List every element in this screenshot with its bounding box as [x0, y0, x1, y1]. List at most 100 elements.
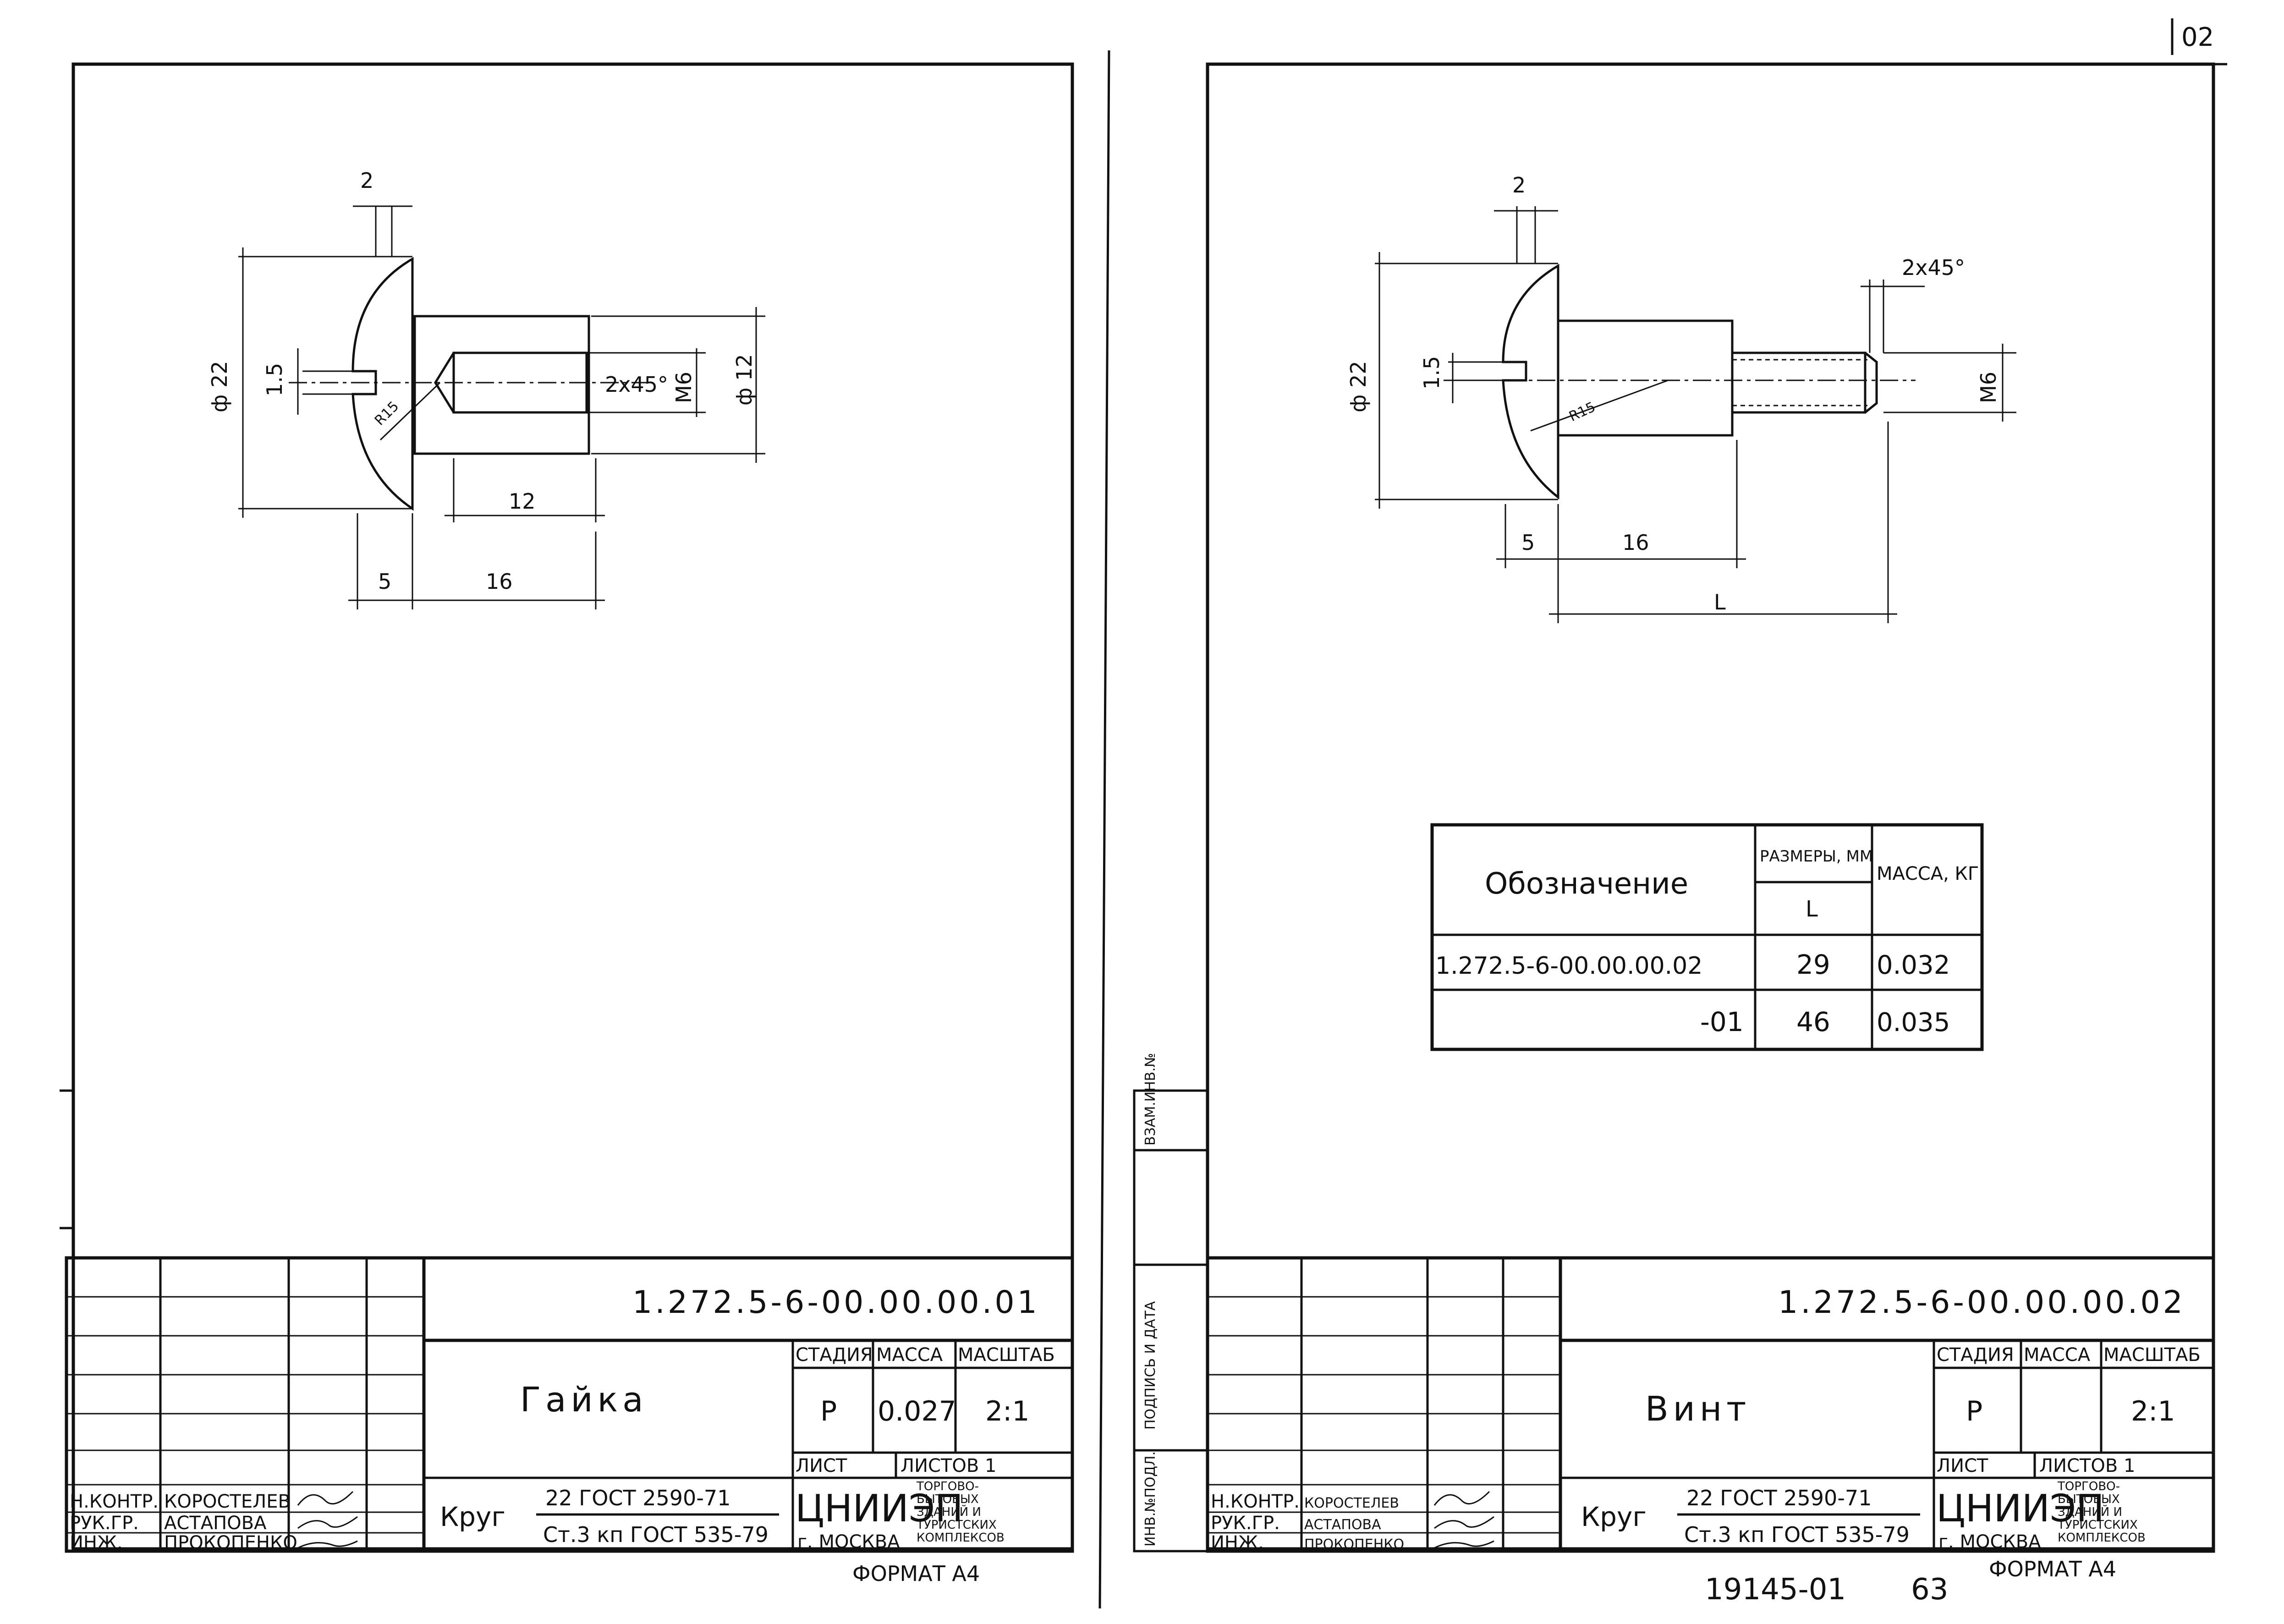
org-desc-5: КОМПЛЕКСОВ	[2058, 1531, 2146, 1545]
material-c: Ст.3 кп ГОСТ 535-79	[1684, 1522, 1910, 1547]
person-2: АСТАПОВА	[164, 1513, 267, 1534]
org-name: ЦНИИЭП	[1936, 1487, 2104, 1531]
stage-header: СТАДИЯ	[796, 1344, 873, 1366]
right-frame	[1206, 62, 2215, 1551]
org-desc-4: ТУРИСТСКИХ	[916, 1518, 997, 1532]
dim-body-len: 16	[486, 569, 513, 594]
role-rukgr: РУК.ГР.	[1211, 1513, 1280, 1534]
role-inzh: ИНЖ.	[70, 1532, 123, 1553]
org-city: г. МОСКВА	[797, 1531, 900, 1553]
material-a: Круг	[1581, 1501, 1647, 1532]
side-stamp-0: ИНВ.№ПОДЛ.	[1142, 1451, 1158, 1547]
col-sizes: РАЗМЕРЫ, ММ	[1760, 847, 1873, 866]
row-1-designation: 1.272.5-6-00.00.00.02	[1435, 952, 1702, 980]
dim-head-len: 5	[378, 569, 391, 594]
dim-top: 2	[1512, 173, 1526, 198]
org-desc-3: ЗДАНИЙ И	[2058, 1504, 2122, 1519]
left-frame	[71, 62, 1074, 1551]
dim-thread: М6	[671, 372, 696, 403]
left-sheet: 2 ф 22 1.5 R15 2х45° М6 ф 12 12 5 16	[60, 62, 1074, 1586]
right-sheet: ВЗАМ.ИНВ.№ ПОДПИСЬ И ДАТА ИНВ.№ПОДЛ.	[1133, 62, 2227, 1581]
person-2: АСТАПОВА	[1304, 1517, 1381, 1533]
right-title-block: Н.КОНТР. РУК.ГР. ИНЖ. КОРОСТЕЛЕВ АСТАПОВ…	[1206, 1256, 2215, 1581]
dim-dia-head: ф 22	[207, 361, 232, 412]
side-stamp-1: ПОДПИСЬ И ДАТА	[1142, 1301, 1158, 1430]
dim-top: 2	[360, 168, 373, 193]
row-2-L: 46	[1796, 1006, 1830, 1037]
dim-head-len: 5	[1521, 530, 1535, 555]
material-a: Круг	[440, 1501, 505, 1532]
row-1-mass: 0.032	[1877, 950, 1950, 980]
material-b: 22 ГОСТ 2590-71	[1686, 1486, 1872, 1510]
dim-thread: М6	[1976, 372, 2001, 403]
screw-drawing: 2 2х45° ф 22 1.5 R15 М6 5 16 L	[1346, 173, 2016, 623]
archive-number: 19145-01	[1705, 1573, 1846, 1607]
left-title-block: Н.КОНТР. РУК.ГР. ИНЖ. КОРОСТЕЛЕВ АСТАПОВ…	[65, 1256, 1074, 1586]
col-mass: МАССА, КГ	[1877, 863, 1979, 884]
stage-value: Р	[1966, 1395, 1982, 1427]
org-city: г. МОСКВА	[1938, 1531, 2041, 1553]
sheets-header: ЛИСТОВ 1	[2039, 1455, 2135, 1476]
org-desc-1: ТОРГОВО-	[916, 1480, 979, 1493]
org-desc-5: КОМПЛЕКСОВ	[917, 1531, 1005, 1545]
role-nkontr: Н.КОНТР.	[1211, 1491, 1300, 1512]
dim-slot: 1.5	[1419, 356, 1444, 390]
sheets-header: ЛИСТОВ 1	[900, 1455, 996, 1476]
scale-value: 2:1	[2131, 1395, 2175, 1427]
person-3: ПРОКОПЕНКО	[164, 1532, 297, 1553]
mass-header: МАССА	[2024, 1344, 2091, 1366]
stage-value: Р	[820, 1395, 837, 1427]
corner-mark: 02	[2181, 22, 2214, 52]
scale-header: МАСШТАБ	[958, 1344, 1055, 1366]
role-rukgr: РУК.ГР.	[70, 1513, 139, 1534]
format-label: ФОРМАТ А4	[852, 1561, 980, 1586]
dim-dia-head: ф 22	[1346, 361, 1371, 412]
nut-drawing: 2 ф 22 1.5 R15 2х45° М6 ф 12 12 5 16	[207, 168, 765, 609]
dim-chamfer: 2х45°	[605, 372, 668, 397]
signatures	[297, 1491, 358, 1549]
org-desc-4: ТУРИСТСКИХ	[2057, 1518, 2138, 1532]
stage-header: СТАДИЯ	[1937, 1344, 2014, 1366]
designation: 1.272.5-6-00.00.00.02	[1778, 1284, 2185, 1321]
person-3: ПРОКОПЕНКО	[1304, 1536, 1404, 1553]
person-1: КОРОСТЕЛЕВ	[1304, 1495, 1399, 1511]
sheet-header: ЛИСТ	[796, 1455, 847, 1476]
col-L: L	[1806, 896, 1818, 922]
scale-header: МАСШТАБ	[2103, 1344, 2201, 1366]
material-b: 22 ГОСТ 2590-71	[545, 1486, 730, 1510]
dim-radius: R15	[1567, 399, 1598, 425]
sheet-header: ЛИСТ	[1937, 1455, 1988, 1476]
format-label: ФОРМАТ А4	[1989, 1557, 2116, 1581]
org-name: ЦНИИЭП	[795, 1487, 963, 1531]
part-name: Винт	[1645, 1389, 1751, 1429]
org-desc-1: ТОРГОВО-	[2057, 1480, 2120, 1493]
person-1: КОРОСТЕЛЕВ	[164, 1491, 291, 1512]
material-c: Ст.3 кп ГОСТ 535-79	[543, 1522, 769, 1547]
role-inzh: ИНЖ.	[1211, 1532, 1264, 1553]
dim-dia-body: ф 12	[732, 354, 757, 406]
page-number: 63	[1911, 1573, 1948, 1607]
scale-value: 2:1	[985, 1395, 1030, 1427]
sheet-separator	[1098, 50, 1110, 1609]
org-desc-3: ЗДАНИЙ И	[917, 1504, 981, 1519]
part-name: Гайка	[520, 1380, 648, 1420]
side-stamp-2: ВЗАМ.ИНВ.№	[1142, 1053, 1158, 1146]
dim-body-len: 16	[1622, 530, 1649, 555]
row-2-mass: 0.035	[1877, 1008, 1950, 1037]
col-designation: Обозначение	[1485, 867, 1688, 901]
row-1-L: 29	[1796, 949, 1830, 980]
dim-inner-len: 12	[509, 489, 536, 514]
dim-total-len: L	[1714, 590, 1726, 614]
row-2-designation: -01	[1700, 1006, 1744, 1037]
role-nkontr: Н.КОНТР.	[70, 1491, 159, 1512]
org-desc-2: БЫТОВЫХ	[917, 1492, 979, 1506]
mass-value: 0.027	[878, 1395, 956, 1427]
sizes-table: Обозначение РАЗМЕРЫ, ММ L МАССА, КГ 1.27…	[1430, 823, 1984, 1051]
dim-slot: 1.5	[262, 363, 287, 396]
signatures	[1433, 1491, 1494, 1549]
mass-header: МАССА	[876, 1344, 943, 1366]
designation: 1.272.5-6-00.00.00.01	[632, 1284, 1040, 1321]
dim-chamfer: 2х45°	[1902, 255, 1965, 280]
